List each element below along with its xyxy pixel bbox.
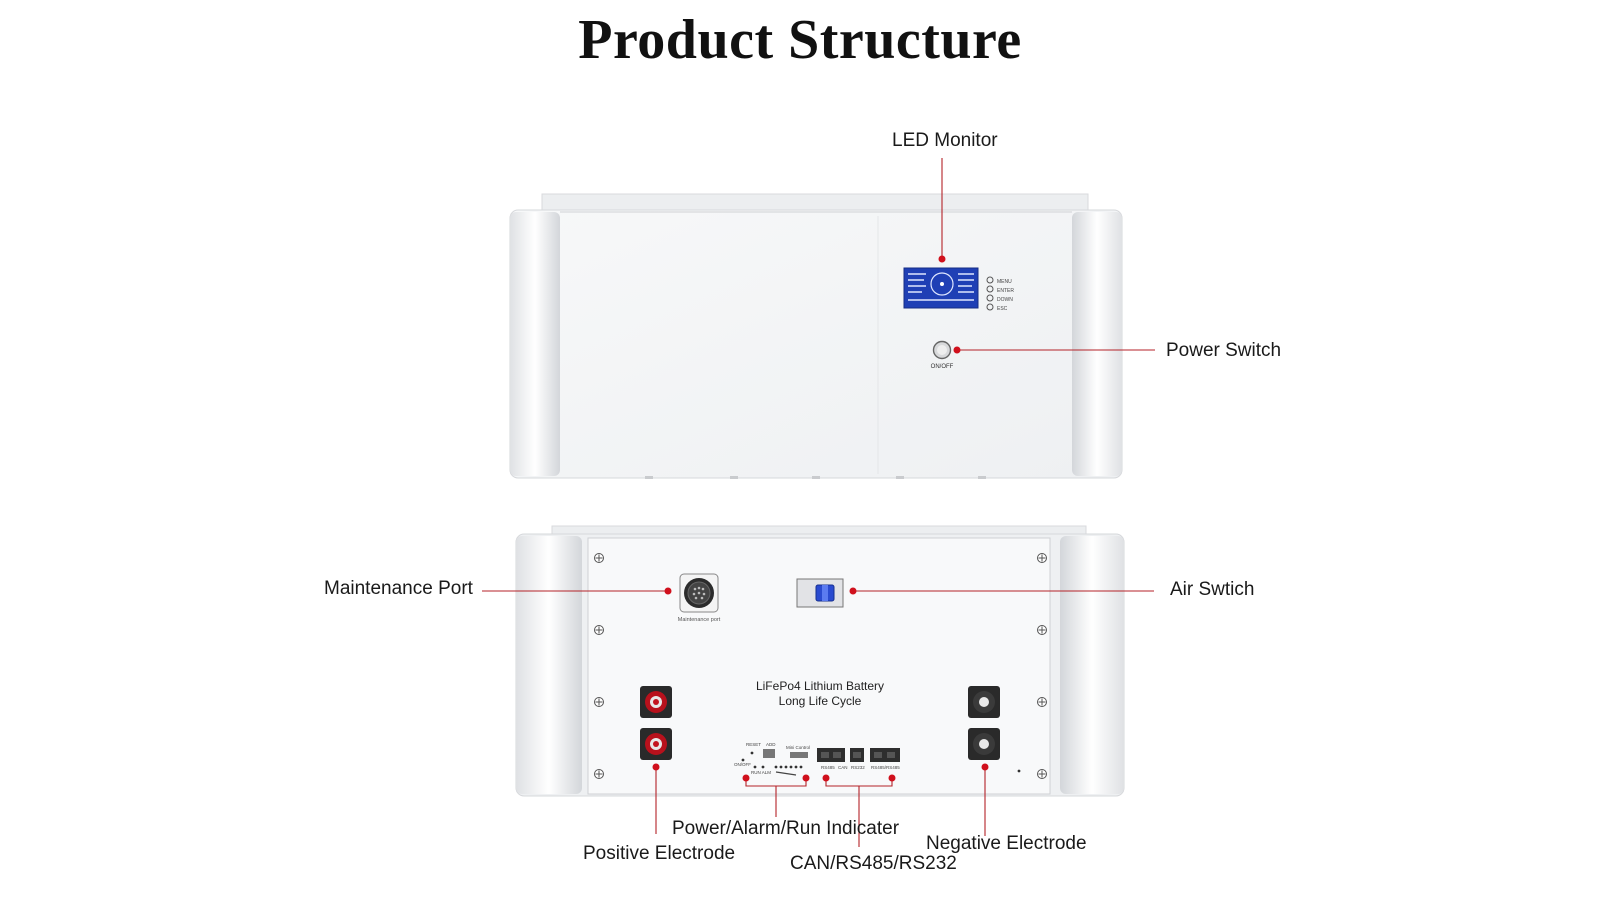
reset-label: RESET (746, 742, 761, 747)
rs485-2-label: RS485/RS485 (871, 765, 900, 770)
lcd-control-buttons: MENU ENTER DOWN ESC (986, 276, 1014, 312)
callout-led-monitor: LED Monitor (892, 130, 998, 151)
maintenance-port-connector: Maintenance port (678, 573, 721, 623)
status-label-menu: MENU (997, 279, 1012, 285)
panel-dot (1017, 769, 1021, 773)
can-label: CAN (838, 765, 848, 770)
onoff-label: ON/OFF (931, 364, 954, 370)
dot-comm-right (888, 774, 896, 782)
screw-icon (1037, 769, 1047, 779)
product-line-1: LiFePo4 Lithium Battery (756, 679, 884, 693)
screw-icon (594, 697, 604, 707)
status-label-enter: ENTER (997, 288, 1014, 294)
dot-positive (652, 763, 660, 771)
mini-control-label: Mini Control (786, 745, 810, 750)
dot-indicator-left (742, 774, 750, 782)
dot-air-switch (849, 587, 857, 595)
screw-icon (1037, 625, 1047, 635)
screw-icon (1037, 697, 1047, 707)
rs232-label: RS232 (851, 765, 865, 770)
leader-lines (482, 158, 1155, 847)
callout-indicator: Power/Alarm/Run Indicater (672, 818, 900, 839)
callout-air-switch: Air Swtich (1170, 579, 1255, 600)
dot-power-switch (953, 346, 961, 354)
power-switch-button: ON/OFF (931, 340, 954, 370)
dot-comm-left (822, 774, 830, 782)
front-feet (645, 476, 986, 479)
dot-indicator-right (802, 774, 810, 782)
panel-screws (594, 553, 1047, 779)
negative-terminals (968, 686, 1000, 760)
onoff-small-label: ON/OFF (734, 762, 751, 767)
callout-power-switch: Power Switch (1166, 340, 1282, 361)
air-switch-breaker (796, 578, 844, 608)
product-line-2: Long Life Cycle (779, 694, 862, 708)
run-alm-label: RUN ALM (751, 770, 771, 775)
add-label: ADD (766, 742, 776, 747)
callout-maintenance-port: Maintenance Port (324, 578, 473, 599)
dot-maintenance-port (664, 587, 672, 595)
leader-dots (652, 255, 989, 782)
lcd-monitor-display (903, 267, 979, 309)
maintenance-port-caption: Maintenance port (678, 617, 721, 623)
callout-positive-electrode: Positive Electrode (583, 843, 736, 864)
screw-icon (594, 625, 604, 635)
screw-icon (594, 553, 604, 563)
communication-ports: RS485 CAN RS232 RS485/RS485 (817, 748, 900, 770)
status-label-esc: ESC (997, 306, 1008, 312)
dot-led-monitor (938, 255, 946, 263)
dot-negative (981, 763, 989, 771)
callout-negative-electrode: Negative Electrode (926, 833, 1087, 854)
page-title: Product Structure (578, 9, 1022, 71)
rs485-label: RS485 (821, 765, 835, 770)
callout-comm-ports: CAN/RS485/RS232 (790, 853, 957, 874)
front-battery-unit (509, 193, 1123, 479)
screw-icon (1037, 553, 1047, 563)
control-indicator-block: RESET ADD Mini Control ON/OFF RUN ALM (734, 742, 810, 776)
positive-terminals (640, 686, 672, 760)
screw-icon (594, 769, 604, 779)
status-label-down: DOWN (997, 297, 1013, 303)
